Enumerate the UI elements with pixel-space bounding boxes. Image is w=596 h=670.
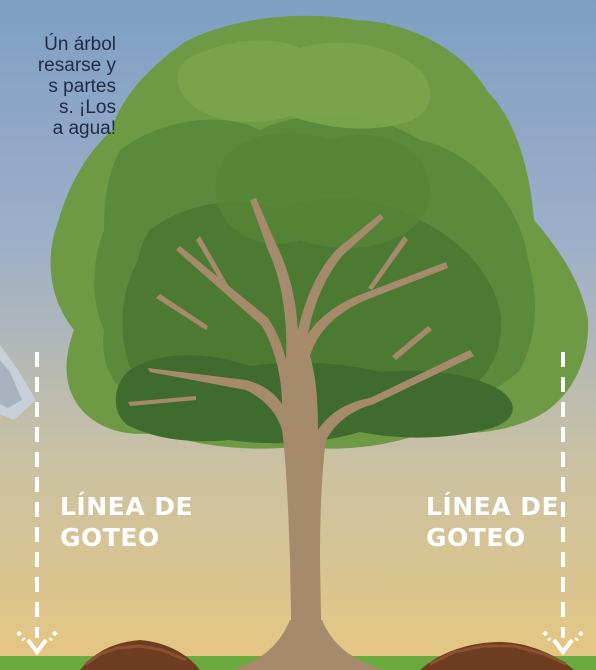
- tree-trunk: [128, 198, 474, 670]
- tree-canopy: [50, 15, 589, 449]
- ground: [0, 620, 596, 670]
- intro-line-4: s. ¡Los: [58, 97, 116, 118]
- drip-line-label-right: LÍNEA DE GOTEO: [426, 491, 559, 553]
- intro-line-2: resarse y: [37, 55, 116, 76]
- drip-label-left-line-1: LÍNEA DE: [60, 492, 194, 521]
- drip-line-right: [542, 352, 584, 656]
- intro-text: Ún árbol resarse y s partes s. ¡Los a ag…: [0, 34, 116, 139]
- drip-label-right-line-2: GOTEO: [426, 523, 526, 552]
- intro-line-3: s partes: [48, 76, 116, 97]
- drip-label-right-line-1: LÍNEA DE: [426, 492, 560, 521]
- intro-line-5: a agua!: [52, 118, 116, 139]
- drip-line-label-left: LÍNEA DE GOTEO: [60, 491, 193, 553]
- drip-line-left: [16, 352, 58, 656]
- intro-line-1: Ún árbol: [44, 34, 116, 55]
- drip-label-left-line-2: GOTEO: [60, 523, 160, 552]
